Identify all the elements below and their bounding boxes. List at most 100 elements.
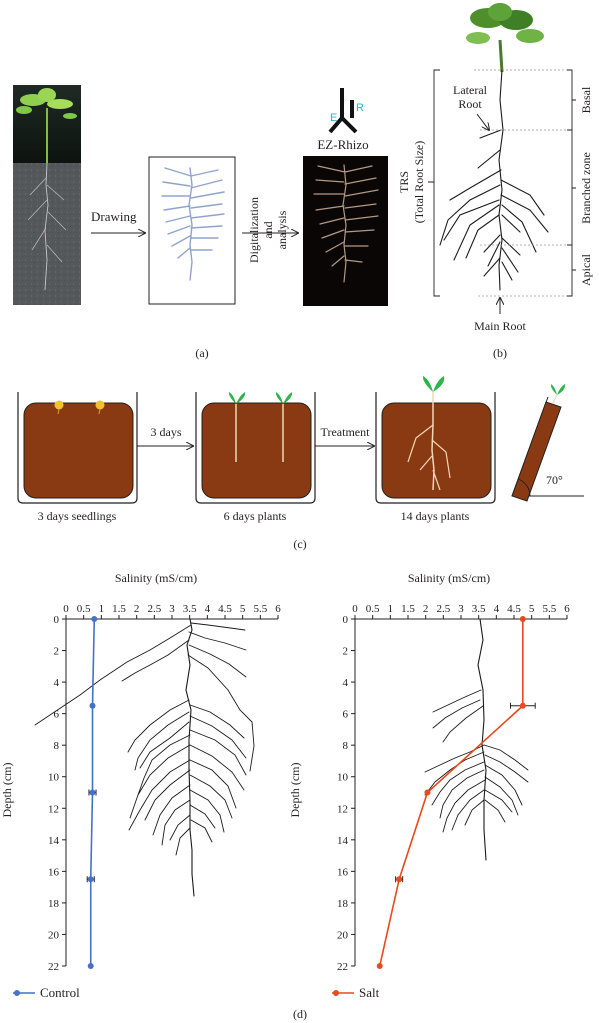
chart-salt: Salinity (mS/cm) Depth (cm) 0 0.5 1 1.5 2 2.5… (288, 571, 570, 973)
chart-control-ylabel: Depth (cm) (0, 763, 14, 818)
zone-apical: Apical (579, 253, 593, 286)
x-tick-label: 3 (458, 603, 464, 615)
basal-brace (567, 69, 576, 131)
zone-branched: Branched zone (579, 152, 593, 224)
panel-b: Basal Branched zone Apical TRS (Total Ro… (397, 3, 593, 360)
lateral-root-arrow (476, 113, 489, 130)
x-tick-label: 2 (134, 603, 140, 615)
legend-control: Control (13, 985, 80, 1000)
x-tick-label: 5 (529, 603, 535, 615)
control-data-point (91, 616, 98, 622)
y-tick-label: 22 (337, 961, 348, 973)
y-tick-label: 16 (337, 866, 349, 878)
digitalization-line-3: analysis (275, 210, 289, 249)
x-tick-label: 1.5 (401, 603, 415, 615)
pot-14-days (375, 376, 496, 504)
pot-3-days (17, 392, 138, 504)
y-tick-label: 2 (343, 646, 349, 658)
x-tick-label: 0 (63, 603, 69, 615)
drawing-label: Drawing (91, 209, 137, 224)
zone-basal: Basal (579, 86, 593, 113)
legend-control-label: Control (40, 985, 80, 1000)
apical-brace (567, 244, 576, 297)
panel-d: Salinity (mS/cm) Depth (cm) 0 0.5 1 1.5 2 2.5… (0, 571, 570, 1021)
y-tick-label: 8 (54, 740, 60, 752)
arrow-1-label: 3 days (151, 425, 182, 439)
x-tick-label: 1 (99, 603, 105, 615)
x-tick-label: 5.5 (542, 603, 556, 615)
x-tick-label: 2.5 (436, 603, 450, 615)
y-tick-label: 20 (337, 929, 349, 941)
panel-a: Drawing Digitalization and analysis E R … (13, 85, 388, 360)
legend-salt-label: Salt (359, 985, 380, 1000)
legend-control-marker (14, 990, 20, 996)
y-tick-label: 8 (343, 740, 349, 752)
pot-6-days (195, 392, 316, 504)
logo-letter-r: R (356, 102, 364, 114)
branched-brace (567, 129, 576, 246)
x-tick-label: 4.5 (218, 603, 232, 615)
trs-line-2: (Total Root Size) (412, 141, 426, 223)
chart-salt-ylabel: Depth (cm) (288, 763, 302, 818)
root-tracing-salt (424, 618, 529, 861)
tilted-pot (511, 384, 584, 502)
digitalization-line-2: and (261, 221, 275, 238)
salt-data-point (519, 616, 526, 622)
x-tick-label: 4 (494, 603, 500, 615)
x-tick-label: 3.5 (183, 603, 197, 615)
y-tick-label: 0 (343, 614, 349, 626)
salt-series-line (378, 619, 524, 967)
root-tracing-control (34, 618, 255, 897)
y-tick-label: 4 (343, 677, 349, 689)
control-data-point (89, 789, 96, 796)
digitized-root-image (303, 156, 388, 306)
panel-d-label: (d) (293, 1007, 307, 1021)
y-tick-label: 20 (48, 929, 60, 941)
caption-3-days: 3 days seedlings (38, 509, 117, 523)
x-tick-label: 1 (388, 603, 394, 615)
ez-rhizo-label: EZ-Rhizo (317, 137, 368, 152)
caption-6-days: 6 days plants (224, 509, 287, 523)
x-tick-label: 4.5 (507, 603, 521, 615)
salt-data-point (396, 876, 403, 883)
x-tick-label: 6 (275, 603, 281, 615)
y-tick-label: 14 (337, 835, 349, 847)
control-data-point (87, 876, 94, 883)
panel-c: 3 days seedlings 3 days 6 days plants Tr… (17, 376, 584, 551)
x-tick-label: 0.5 (77, 603, 91, 615)
y-tick-label: 16 (48, 866, 60, 878)
caption-14-days: 14 days plants (401, 509, 470, 523)
y-tick-label: 18 (337, 898, 349, 910)
legend-salt: Salt (332, 985, 380, 1000)
chart-control-xlabel: Salinity (mS/cm) (115, 571, 197, 585)
y-tick-label: 12 (48, 803, 59, 815)
x-tick-label: 3.5 (472, 603, 486, 615)
salt-data-point (424, 789, 431, 796)
y-tick-label: 6 (54, 709, 60, 721)
arrow-2-label: Treatment (321, 425, 371, 439)
x-tick-label: 5 (240, 603, 246, 615)
x-tick-label: 2 (423, 603, 429, 615)
y-tick-label: 0 (54, 614, 60, 626)
x-tick-label: 3 (169, 603, 175, 615)
ez-rhizo-logo: E R (328, 88, 364, 134)
y-tick-label: 4 (54, 677, 60, 689)
x-tick-label: 5.5 (253, 603, 267, 615)
legend-salt-marker (333, 990, 339, 996)
panel-b-label: (b) (493, 346, 507, 360)
x-tick-label: 0.5 (366, 603, 380, 615)
digitalization-line-1: Digitalization (247, 197, 261, 263)
root-system-diagram (439, 69, 549, 291)
y-tick-label: 12 (337, 803, 348, 815)
chart-salt-xlabel: Salinity (mS/cm) (408, 571, 490, 585)
root-drawing (148, 156, 236, 305)
seedling-photo (13, 85, 81, 305)
y-tick-label: 18 (48, 898, 60, 910)
plant-shoot (466, 3, 544, 73)
salt-data-point (376, 963, 383, 969)
x-tick-label: 4 (205, 603, 211, 615)
x-tick-label: 6 (564, 603, 570, 615)
